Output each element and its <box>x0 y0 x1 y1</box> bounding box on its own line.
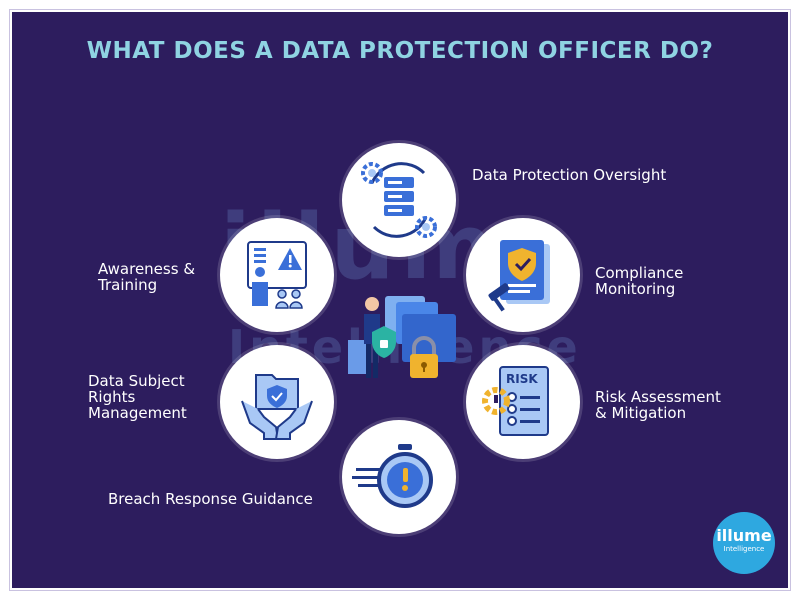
training-presentation-icon <box>247 241 307 309</box>
risk-checklist-icon: RISK <box>482 366 549 436</box>
icon-circle-breach-response <box>342 420 456 534</box>
logo-line2: Intelligence <box>723 545 765 553</box>
page-title: WHAT DOES A DATA PROTECTION OFFICER DO? <box>86 38 714 64</box>
icon-circle-awareness-training <box>220 218 334 332</box>
label-awareness-training: Awareness & Training <box>98 260 196 294</box>
svg-text:RISK: RISK <box>506 372 538 386</box>
illume-logo: illume Intelligence <box>713 512 775 574</box>
icon-circle-data-subject-rights <box>220 345 334 459</box>
label-risk-assessment: Risk Assessment & Mitigation <box>595 388 721 422</box>
icon-circle-compliance-monitoring <box>466 218 580 332</box>
label-data-protection-oversight: Data Protection Oversight <box>472 166 667 184</box>
stopwatch-alert-icon <box>352 444 433 508</box>
hands-folder-shield-icon <box>241 374 313 440</box>
logo-line1: illume <box>716 526 772 545</box>
icon-circle-data-protection-oversight <box>342 143 456 257</box>
database-gears-icon <box>361 162 437 238</box>
icon-circle-risk-assessment: RISK <box>466 345 580 459</box>
label-data-subject-rights: Data Subject Rights Management <box>88 372 187 422</box>
label-compliance-monitoring: Compliance Monitoring <box>595 264 684 298</box>
compliance-document-icon <box>488 240 550 312</box>
label-breach-response: Breach Response Guidance <box>108 490 313 508</box>
officer-illustration <box>348 296 456 378</box>
